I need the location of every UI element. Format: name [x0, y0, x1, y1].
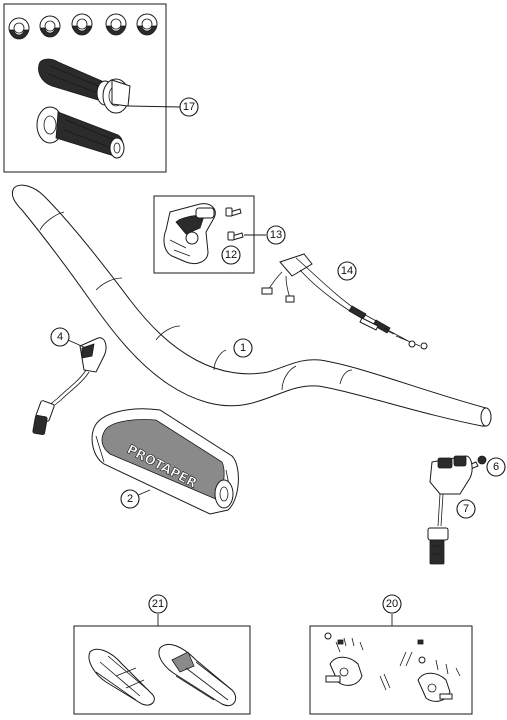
callout-14: 14: [337, 261, 357, 281]
right-handguard: [158, 644, 237, 706]
svg-text:4: 4: [57, 331, 63, 343]
left-handguard: [88, 648, 155, 706]
svg-text:17: 17: [183, 101, 195, 113]
handlebar: [11, 184, 492, 427]
grip-set-group: [3, 3, 181, 173]
svg-text:20: 20: [386, 598, 398, 610]
mount-hardware-left: [324, 632, 391, 691]
callout-12: 12: [221, 245, 241, 265]
svg-text:6: 6: [493, 461, 499, 473]
svg-text:7: 7: [463, 503, 469, 515]
svg-text:21: 21: [152, 598, 164, 610]
handguard-mount-frame: [309, 625, 473, 715]
handlebar-pad: PROTAPER: [91, 408, 239, 515]
throttle-housing-frame: [153, 195, 255, 274]
callout-20: 20: [382, 594, 402, 614]
left-switch: [32, 337, 107, 435]
callout-17: 17: [179, 97, 199, 117]
mount-hardware-right: [399, 639, 461, 702]
clutch-side-grip: [36, 106, 125, 159]
lead-17: [127, 105, 181, 108]
callout-6: 6: [486, 457, 506, 477]
handguard-group: [73, 614, 251, 715]
svg-text:14: 14: [341, 265, 353, 277]
grip-lock-rings: [8, 13, 158, 40]
right-switch: [427, 455, 473, 565]
throttle-housing-group: [153, 195, 266, 274]
svg-text:13: 13: [270, 229, 282, 241]
callout-21: 21: [148, 594, 168, 614]
callout-13: 13: [266, 225, 286, 245]
throttle-grip: [38, 58, 131, 114]
callout-1: 1: [233, 338, 253, 358]
housing-screws: [225, 207, 244, 241]
lead-4: [67, 339, 87, 349]
svg-text:2: 2: [127, 493, 133, 505]
grip-set-frame: [3, 3, 167, 173]
throttle-housing: [163, 203, 216, 265]
handguard-mount-group: [309, 614, 473, 715]
handguard-frame: [73, 625, 251, 715]
callout-2: 2: [120, 489, 140, 509]
callout-7: 7: [456, 499, 476, 519]
throttle-cables: [261, 253, 428, 350]
callout-4: 4: [50, 327, 70, 347]
svg-text:1: 1: [240, 342, 246, 354]
svg-text:12: 12: [225, 249, 237, 261]
